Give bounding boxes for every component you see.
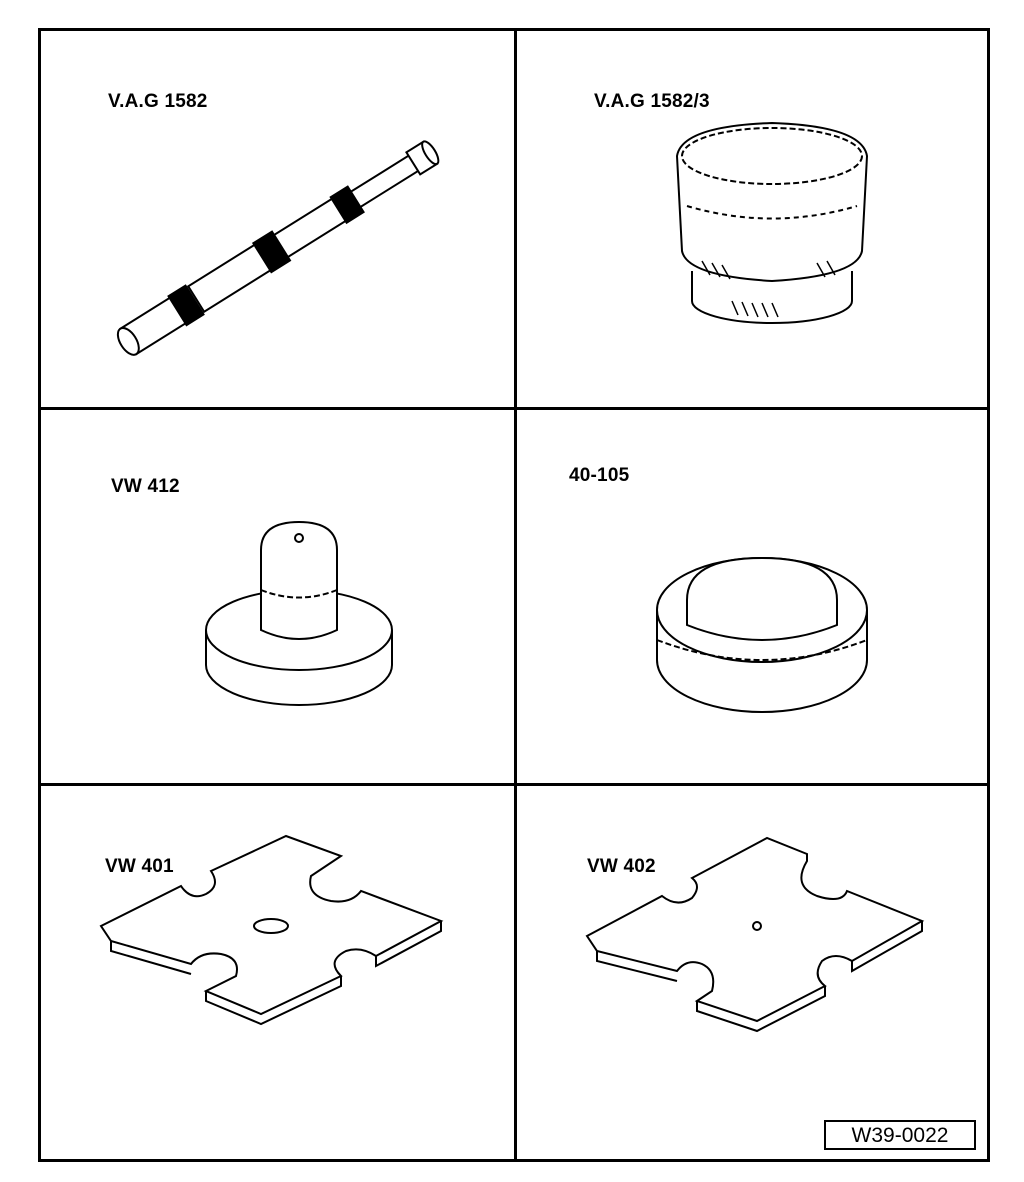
tool-drawing-40-105 [656, 556, 868, 713]
figure-code-stamp: W39-0022 [824, 1120, 976, 1150]
tool-label: V.A.G 1582 [108, 91, 208, 112]
tool-label: V.A.G 1582/3 [594, 91, 710, 112]
grid-vertical-divider [514, 31, 517, 1159]
tool-drawing-vw402 [585, 836, 925, 1033]
tool-drawing-vw412 [205, 520, 393, 706]
tool-label: VW 402 [587, 856, 656, 877]
tool-cell-vw402: VW 402 W39-0022 [517, 786, 990, 1162]
tool-drawing-vag1582-3 [675, 121, 869, 324]
tool-label: VW 412 [111, 476, 180, 497]
tools-sheet: V.A.G 1582 V.A.G 1582/3 [38, 28, 990, 1162]
tool-drawing-vag1582 [116, 140, 440, 356]
grid-divider-1 [41, 407, 987, 410]
tool-cell-vag1582: V.A.G 1582 [41, 31, 514, 407]
tool-cell-40-105: 40-105 [517, 410, 990, 786]
tool-cell-vag1582-3: V.A.G 1582/3 [517, 31, 990, 407]
tool-cell-vw401: VW 401 [41, 786, 514, 1162]
tool-drawing-vw401 [99, 834, 444, 1026]
tool-cell-vw412: VW 412 [41, 410, 514, 786]
grid-divider-2 [41, 783, 987, 786]
tool-label: VW 401 [105, 856, 174, 877]
tool-label: 40-105 [569, 465, 630, 486]
